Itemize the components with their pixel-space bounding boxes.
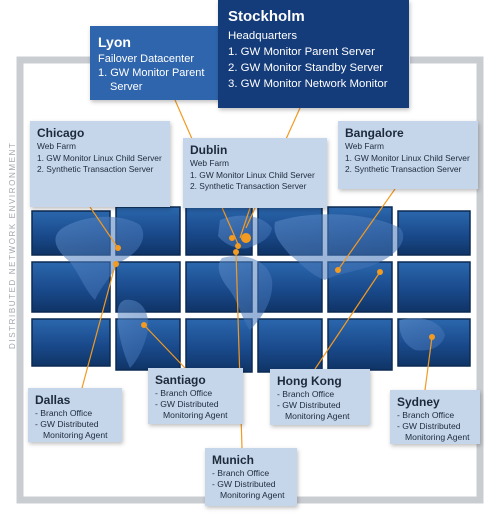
hongkong-box: Hong Kong - Branch Office - GW Distribut… [270, 369, 370, 425]
santiago-marker [141, 322, 147, 328]
chicago-item: 2. Synthetic Transaction Server [37, 164, 154, 174]
sydney-box: Sydney - Branch Office - GW Distributed … [390, 390, 480, 444]
munich-item: - Branch Office [212, 468, 270, 478]
santiago-items: - Branch Office - GW Distributed Monitor… [155, 388, 236, 421]
continent-shape [274, 214, 404, 280]
chicago-role: Web Farm [37, 141, 76, 151]
chicago-item: 1. GW Monitor Linux Child Server [37, 152, 162, 163]
connector-lines [81, 99, 433, 449]
stockholm-marker [241, 233, 251, 243]
hongkong-item: - GW Distributed Monitoring Agent [277, 400, 350, 421]
stockholm-items: 1. GW Monitor Parent Server 2. GW Monito… [228, 44, 399, 92]
bangalore-items: 1. GW Monitor Linux Child Server 2. Synt… [345, 153, 471, 176]
sydney-items: - Branch Office - GW Distributed Monitor… [397, 410, 473, 443]
continent-shape [218, 256, 273, 330]
sydney-marker [429, 334, 435, 340]
chicago-box: Chicago Web Farm 1. GW Monitor Linux Chi… [30, 121, 170, 207]
lyon-marker [235, 243, 241, 249]
location-markers [113, 233, 435, 340]
bangalore-marker [335, 267, 341, 273]
santiago-box: Santiago - Branch Office - GW Distribute… [148, 368, 243, 424]
dallas-name: Dallas [35, 393, 71, 407]
dublin-items: 1. GW Monitor Linux Child Server 2. Synt… [190, 170, 320, 193]
sydney-connector [424, 336, 433, 391]
chicago-items: 1. GW Monitor Linux Child Server 2. Synt… [37, 153, 163, 176]
lyon-box: Lyon Failover Datacenter 1. GW Monitor P… [90, 26, 220, 100]
santiago-name: Santiago [155, 373, 206, 387]
hongkong-marker [377, 269, 383, 275]
sydney-name: Sydney [397, 395, 440, 409]
stockholm-item: 2. GW Monitor Standby Server [228, 62, 384, 74]
bangalore-item: 1. GW Monitor Linux Child Server [345, 152, 470, 163]
stockholm-name: Stockholm [228, 8, 305, 25]
santiago-item: - Branch Office [155, 388, 213, 398]
world-map-continents [55, 214, 445, 368]
santiago-item: - GW Distributed Monitoring Agent [155, 399, 228, 420]
bangalore-item: 2. Synthetic Transaction Server [345, 164, 462, 174]
stockholm-item: 3. GW Monitor Network Monitor [228, 78, 388, 90]
chicago-connector [89, 206, 119, 249]
dallas-item: - Branch Office [35, 408, 93, 418]
hongkong-items: - Branch Office - GW Distributed Monitor… [277, 389, 363, 422]
hongkong-connector [314, 271, 381, 370]
display-screen [257, 318, 323, 373]
sydney-item: - Branch Office [397, 410, 455, 420]
hongkong-item: - Branch Office [277, 389, 335, 399]
lyon-name: Lyon [98, 34, 131, 50]
santiago-connector [143, 324, 186, 369]
display-screen [397, 261, 471, 313]
display-screen [327, 318, 393, 371]
munich-box: Munich - Branch Office - GW Distributed … [205, 448, 297, 506]
continent-shape [117, 299, 149, 368]
lyon-role: Failover Datacenter [98, 53, 194, 65]
side-label: DISTRIBUTED NETWORK ENVIRONMENT [8, 141, 17, 349]
bangalore-box: Bangalore Web Farm 1. GW Monitor Linux C… [338, 121, 478, 189]
dallas-items: - Branch Office - GW Distributed Monitor… [35, 408, 115, 441]
dallas-item: - GW Distributed Monitoring Agent [35, 419, 108, 440]
dublin-item: 1. GW Monitor Linux Child Server [190, 169, 315, 180]
continent-shape [55, 216, 144, 300]
dublin-role: Web Farm [190, 158, 229, 168]
stockholm-role: Headquarters [228, 30, 298, 42]
sydney-item: - GW Distributed Monitoring Agent [397, 421, 470, 442]
dallas-marker [113, 261, 119, 267]
stockholm-box: Stockholm Headquarters 1. GW Monitor Par… [218, 0, 409, 108]
dublin-box: Dublin Web Farm 1. GW Monitor Linux Chil… [183, 138, 327, 208]
dublin-marker [229, 235, 235, 241]
display-screen [397, 210, 471, 256]
hongkong-name: Hong Kong [277, 374, 342, 388]
lyon-items: 1. GW Monitor Parent Server [98, 66, 212, 94]
display-screen [31, 318, 111, 367]
continent-shape [399, 318, 445, 351]
munich-name: Munich [212, 453, 254, 467]
chicago-marker [115, 245, 121, 251]
dallas-box: Dallas - Branch Office - GW Distributed … [28, 388, 122, 442]
display-screen [185, 318, 253, 373]
munich-items: - Branch Office - GW Distributed Monitor… [212, 468, 290, 501]
dublin-connector [239, 207, 251, 239]
bangalore-name: Bangalore [345, 126, 404, 140]
munich-marker [233, 249, 239, 255]
dublin-item: 2. Synthetic Transaction Server [190, 181, 307, 191]
chicago-name: Chicago [37, 126, 85, 140]
bangalore-role: Web Farm [345, 141, 384, 151]
dallas-connector [81, 261, 117, 389]
dublin-name: Dublin [190, 143, 228, 157]
stockholm-item: 1. GW Monitor Parent Server [228, 46, 375, 58]
lyon-item: 1. GW Monitor Parent Server [98, 67, 205, 93]
munich-item: - GW Distributed Monitoring Agent [212, 479, 285, 500]
bangalore-connector [337, 188, 396, 271]
